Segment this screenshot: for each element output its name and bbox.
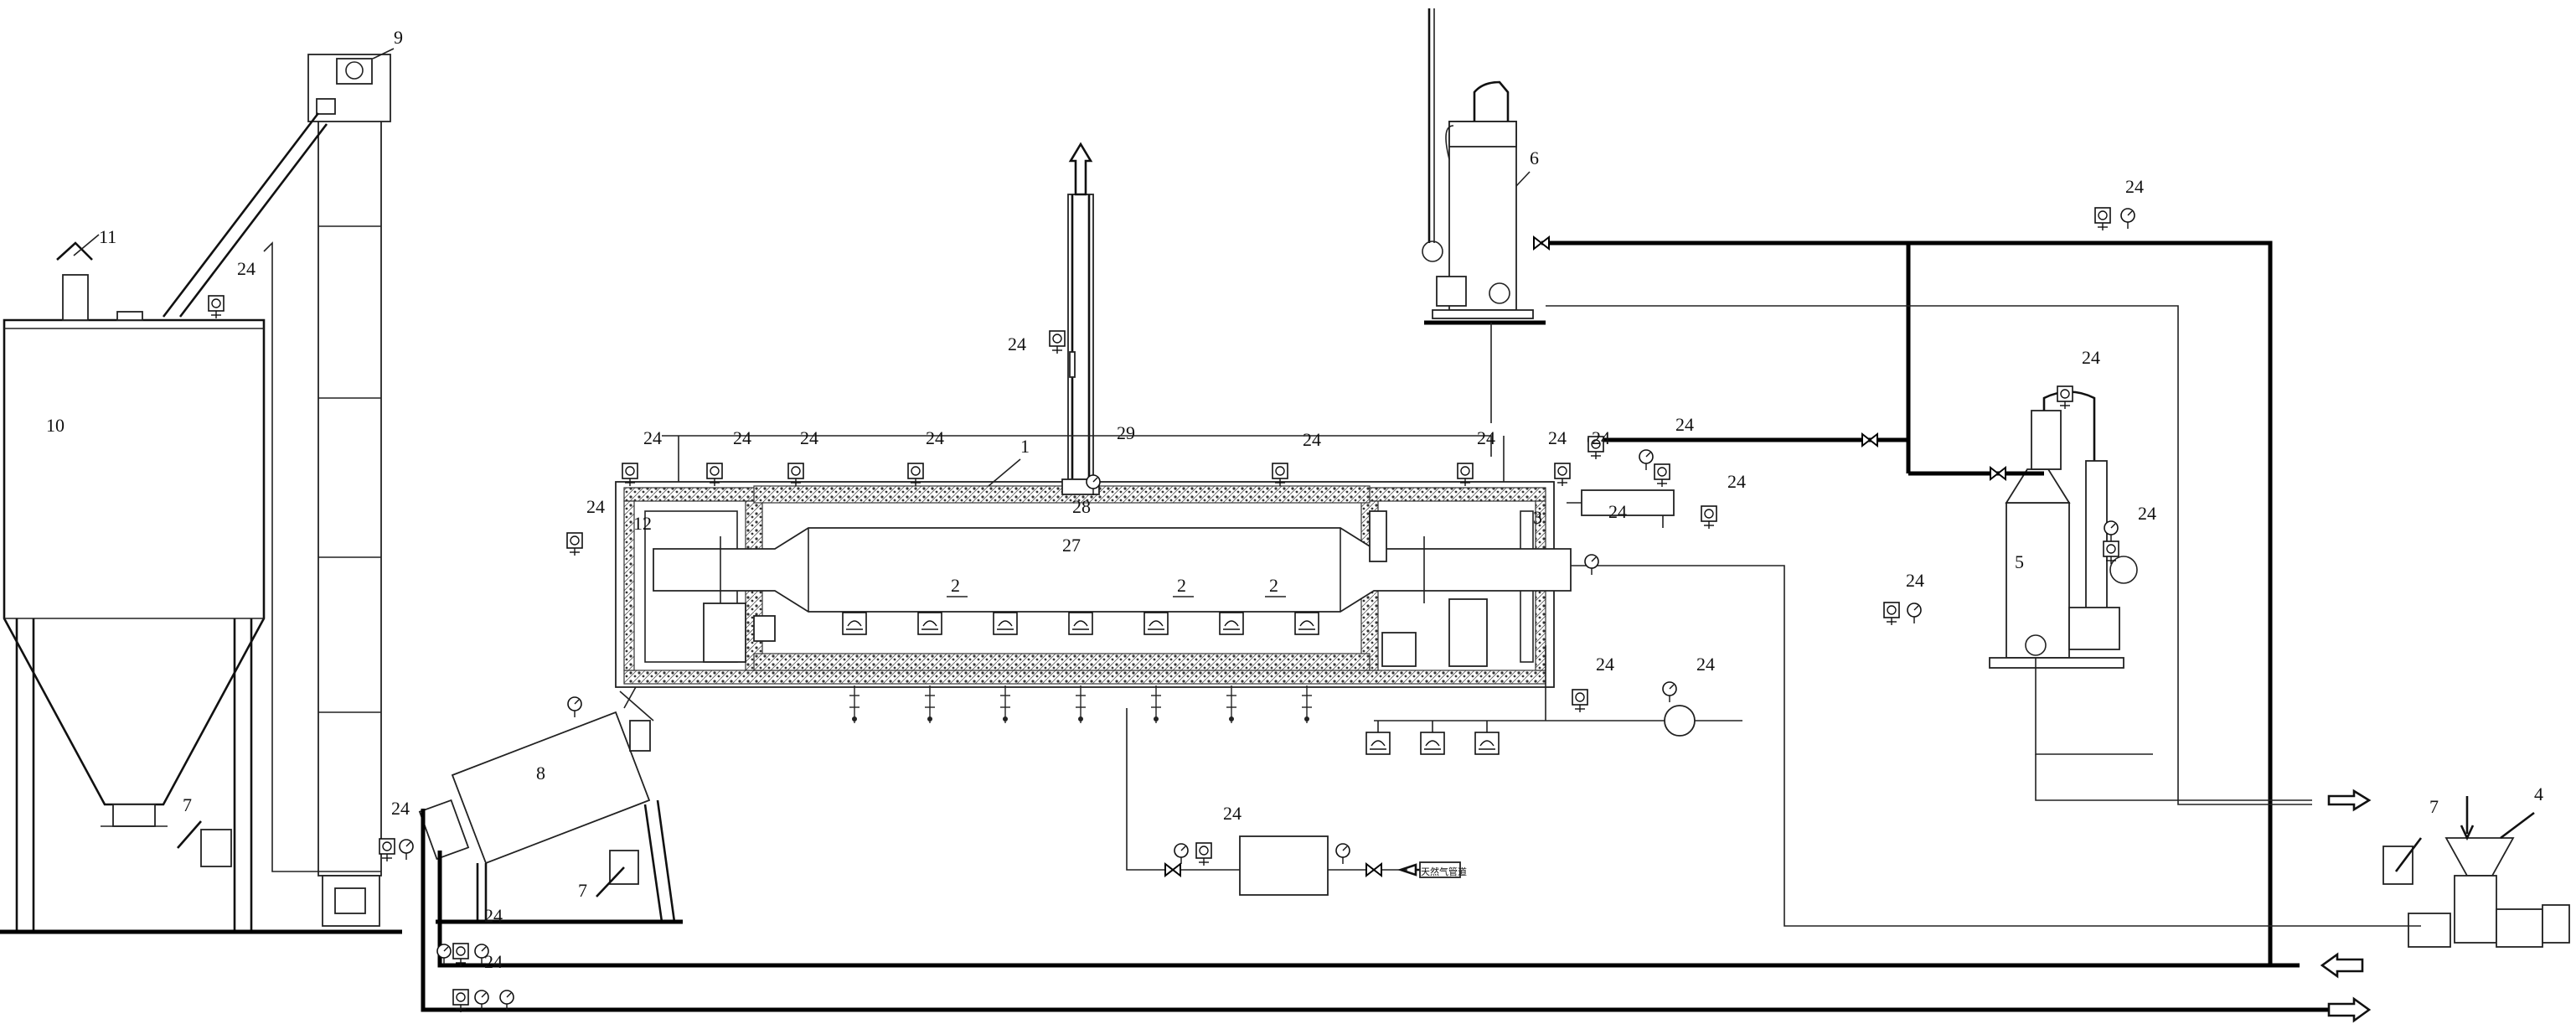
scrubber-right (1989, 390, 2138, 669)
gas-source-text: 天然气管道 (1421, 866, 1467, 877)
burner-label-b: 2 (1177, 575, 1186, 596)
kiln-number: 1 (1020, 436, 1030, 457)
left-chamber-number: 12 (633, 513, 652, 534)
silo-control-box (177, 820, 232, 867)
inst-label: 24 (2138, 503, 2156, 524)
bucket-elevator (162, 54, 391, 927)
inst-label: 24 (2125, 176, 2144, 197)
scrubber-right-number: 5 (2015, 551, 2024, 572)
inst-label: 24 (586, 496, 605, 517)
scrubber-top-number: 6 (1530, 147, 1539, 168)
drum-control-box (596, 850, 639, 897)
inst-label: 24 (1477, 427, 1495, 448)
burner-label-c: 2 (1269, 575, 1278, 596)
inst-label: 24 (484, 951, 503, 972)
process-piping (421, 236, 2421, 1012)
inst-label: 24 (1675, 414, 1694, 435)
silo-number: 10 (46, 415, 65, 436)
stack-gate-number: 29 (1117, 422, 1135, 443)
inst-label: 24 (1548, 427, 1567, 448)
feed-control-box (2382, 837, 2423, 885)
inst-label: 24 (484, 905, 503, 926)
inst-label: 24 (800, 427, 818, 448)
inst-label: 24 (1596, 654, 1614, 675)
inst-label: 24 (733, 427, 751, 448)
feed-hopper (2408, 796, 2570, 948)
flow-arrows (2320, 789, 2372, 1023)
inst-label: 24 (643, 427, 662, 448)
inst-label: 24 (1223, 803, 1242, 824)
cooling-drum (418, 670, 683, 924)
inst-label: 24 (391, 798, 410, 819)
inst-label: 24 (1592, 427, 1610, 448)
rotary-kiln-furnace (615, 481, 1572, 688)
inst-label: 24 (1906, 570, 1924, 591)
drum-control-number: 7 (578, 880, 587, 901)
feed-control-number: 7 (2429, 796, 2439, 817)
gas-source (1396, 861, 1461, 878)
exhaust-stack (1061, 142, 1100, 495)
inst-label: 24 (2082, 347, 2100, 368)
stack-base-number: 28 (1072, 496, 1091, 517)
inst-label: 24 (1608, 501, 1627, 522)
silo-vent-number: 11 (99, 226, 116, 247)
scrubber-top (1422, 8, 1546, 423)
burner-label-a: 2 (951, 575, 960, 596)
retort-number: 27 (1062, 535, 1081, 556)
instrument-labels: 24 24 24 24 24 24 24 24 24 24 24 24 24 2… (237, 176, 2156, 972)
drum-number: 8 (536, 763, 545, 784)
right-chamber-number: 3 (1533, 507, 1542, 528)
inst-label: 24 (1696, 654, 1715, 675)
inst-label: 24 (1303, 429, 1321, 450)
inst-label: 24 (237, 258, 256, 279)
inst-label: 24 (1008, 334, 1026, 354)
inst-label: 24 (926, 427, 944, 448)
inst-label: 24 (1727, 471, 1746, 492)
storage-silo (0, 241, 402, 934)
silo-control-number: 7 (183, 794, 192, 815)
feed-hopper-number: 4 (2534, 784, 2543, 804)
elevator-number: 9 (394, 27, 403, 48)
burner-gas-drops (849, 685, 1313, 724)
